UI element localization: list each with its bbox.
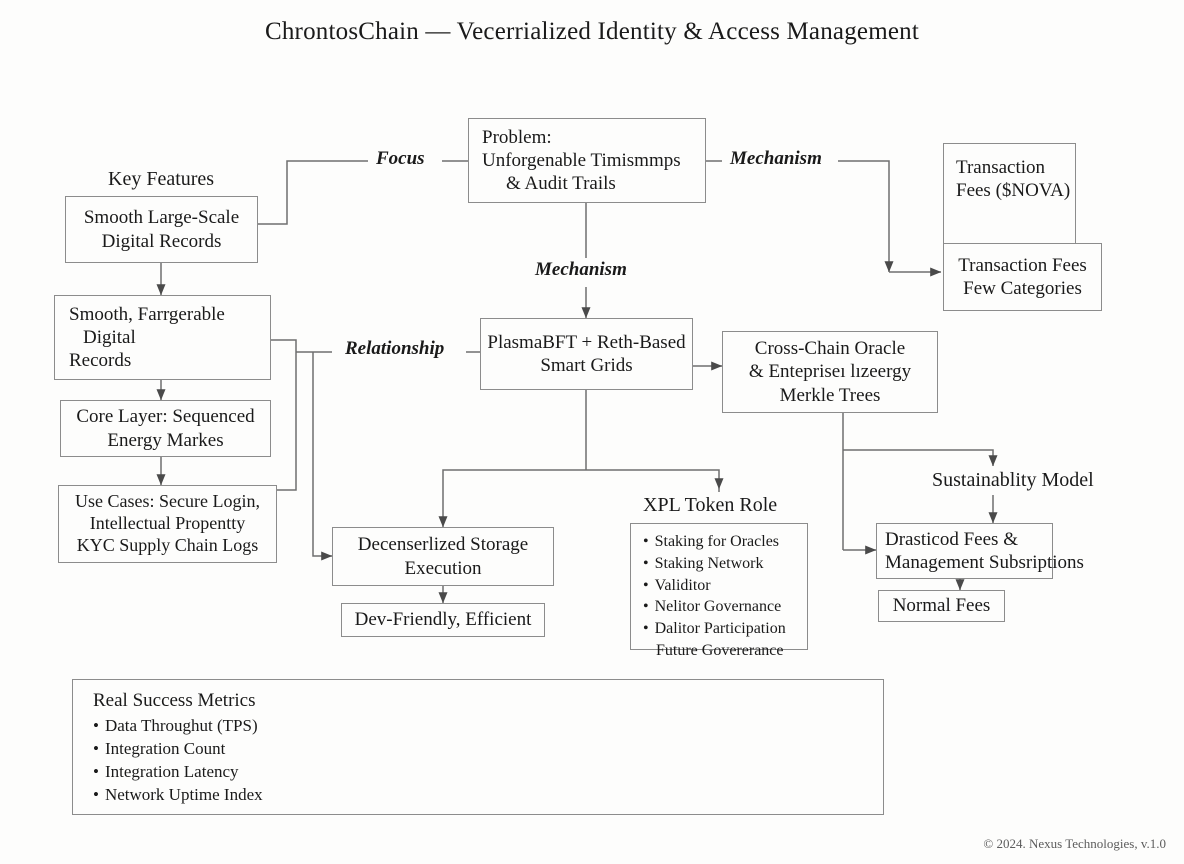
node-line: Core Layer: Sequenced [76,406,255,428]
node-line: & Audit Trails [506,173,616,195]
node-line: Smooth, Farrgerable [69,303,225,325]
node-dev-friendly[interactable]: Dev-Friendly, Efficient [341,603,545,637]
node-line: Drasticod Fees & [885,528,1018,550]
wire-relationship-to-storage [312,352,333,561]
node-smooth-large-scale[interactable]: Smooth Large-Scale Digital Records [65,196,258,263]
node-plasma-bft[interactable]: PlasmaBFT + Reth-Based Smart Grids [480,318,693,390]
wire-plasma-split-right [586,469,724,490]
node-problem[interactable]: Problem: Unforgenable Timismmps & Audit … [468,118,706,203]
list-item: Integration Count [93,737,869,760]
wire-oracle-to-sustainability [843,449,998,467]
node-line: Transaction Fees [958,254,1087,276]
list-item: Integration Latency [93,760,869,783]
list-item: Network Uptime Index [93,783,869,806]
node-line: & Entepriseı lızeergy [748,361,912,383]
list-item: Nelitor Governance [643,596,797,618]
edge-label-mechanism-top: Mechanism [726,148,826,170]
node-line: Decenserlized Storage [357,534,529,556]
xpl-token-items: Staking for Oracles Staking Network Vali… [643,531,797,662]
caption-key-features: Key Features [108,168,215,191]
node-line: Normal Fees [892,595,991,617]
node-line: Few Categories [963,278,1082,299]
node-line: Transaction [956,157,1046,178]
footer-copyright: © 2024. Nexus Technologies, v.1.0 [983,836,1166,851]
list-item: Staking for Oracles [643,531,797,553]
edge-label-mechanism-center: Mechanism [531,259,631,281]
node-line: Problem: [482,126,552,148]
node-line: Digital Records [101,230,222,252]
node-line: KYC Supply Chain Logs [76,534,259,555]
node-smooth-forgeable[interactable]: Smooth, Farrgerable Digital Records [54,295,271,380]
node-use-cases[interactable]: Use Cases: Secure Login, Intellectual Pr… [58,485,277,563]
node-line: PlasmaBFT + Reth-Based [487,331,686,353]
wire-largescale-to-focus [258,160,368,225]
node-drasticod-fees[interactable]: Drasticod Fees & Management Subsriptions [876,523,1084,579]
node-transaction-fees-categories[interactable]: Transaction Fees Few Categories [943,243,1102,311]
edge-label-focus: Focus [372,148,429,170]
wire-mechanism-top-to-fees [838,160,894,273]
node-line: Intellectual Propentty [89,513,246,534]
node-line: Fees ($NOVA) [956,180,1071,202]
caption-sustainability-model: Sustainablity Model [932,469,1094,492]
node-line: Use Cases: Secure Login, [75,491,260,512]
node-line: Cross-Chain Oracle [754,338,906,360]
node-line: Energy Markes [107,429,224,451]
metrics-items: Data Throughut (TPS) Integration Count I… [93,714,869,806]
node-line: Smooth Large-Scale [83,207,240,229]
list-item: Data Throughut (TPS) [93,714,869,737]
node-line: Merkle Trees [779,384,881,406]
node-line: Execution [404,557,482,579]
node-line: Smart Grids [540,355,633,376]
node-core-layer[interactable]: Core Layer: Sequenced Energy Markes [60,400,271,457]
list-item: Future Govererance [656,641,784,659]
wire-plasma-split-left [438,469,586,528]
list-item: Dalitor Participation [643,618,797,640]
node-normal-fees[interactable]: Normal Fees [878,590,1005,622]
node-transaction-fees-nova[interactable]: Transaction Fees ($NOVA) [943,143,1076,247]
list-item: Validitor [643,575,797,597]
node-line: Management Subsriptions [885,552,1084,573]
node-line: Records [69,350,132,372]
list-item: Staking Network [643,553,797,575]
edge-label-relationship: Relationship [341,338,449,360]
node-line: Unforgenable Timismmps [482,149,681,171]
node-cross-chain-oracle[interactable]: Cross-Chain Oracle & Entepriseı lızeergy… [722,331,938,413]
node-line: Dev-Friendly, Efficient [354,609,532,631]
xpl-token-role-list[interactable]: Staking for Oracles Staking Network Vali… [630,523,808,659]
node-line: Digital [83,326,136,348]
caption-xpl-token-role: XPL Token Role [643,494,778,517]
node-decentralized-storage[interactable]: Decenserlized Storage Execution [332,527,554,586]
real-success-metrics-panel[interactable]: Real Success Metrics Data Throughut (TPS… [72,679,884,815]
metrics-heading: Real Success Metrics [93,690,256,711]
page-title: ChrontosChain — Vecerrialized Identity &… [264,18,920,45]
wire-forgeable-to-usecases-side [271,339,297,491]
